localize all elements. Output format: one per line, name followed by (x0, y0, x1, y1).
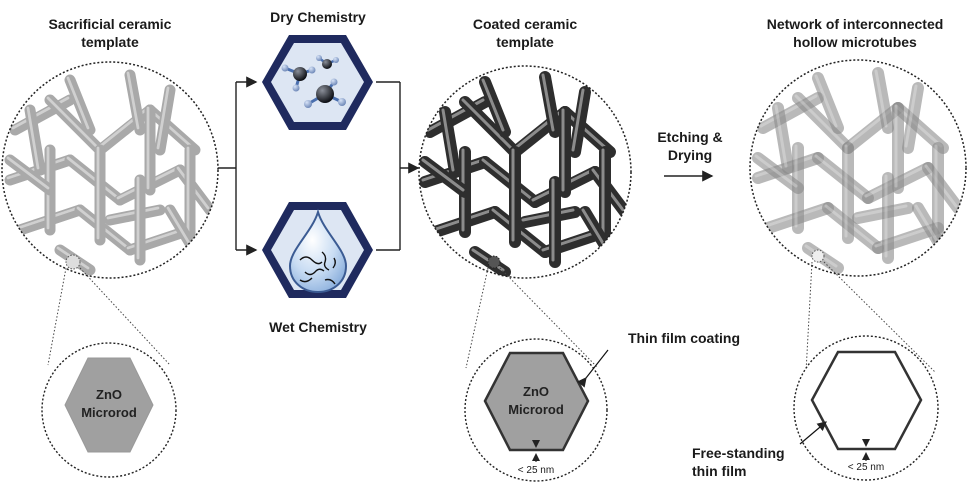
rod-highlight-16 (541, 73, 555, 132)
raw-rod-network (4, 69, 216, 276)
rod-highlight-15 (481, 78, 505, 132)
rod-highlight-20 (521, 208, 575, 222)
rod-17 (772, 102, 794, 174)
rod-17 (24, 104, 46, 176)
rod-highlight-21 (421, 158, 465, 192)
rod-highlight-15 (66, 76, 90, 130)
rod-highlight-17 (441, 108, 455, 172)
wet-chemistry-title: Wet Chemistry (269, 319, 367, 335)
rod-3 (144, 104, 201, 156)
rod-1 (44, 94, 106, 156)
rod-highlight-21 (6, 156, 50, 190)
dry-chemistry-title: Dry Chemistry (270, 9, 366, 25)
rod-21 (419, 156, 471, 198)
coated-rod-network (419, 71, 631, 278)
rod-highlight-16 (126, 71, 140, 130)
rod-highlight-1 (794, 94, 848, 148)
rod-highlight-17 (774, 104, 788, 168)
coated-template-view (418, 65, 632, 279)
rod-1 (792, 92, 854, 154)
thin-film-coating-callout: Thin film coating (628, 330, 740, 346)
rod-highlight-5 (66, 156, 120, 200)
hollow-thickness-label: < 25 nm (847, 462, 885, 473)
coated-microrod-inset (464, 338, 609, 482)
free-standing-callout: Free-standing thin film (692, 445, 785, 479)
rod-highlight-16 (874, 69, 888, 128)
rod-18 (154, 84, 176, 156)
coated-title: Coated ceramic template (472, 16, 578, 50)
rod-16 (872, 67, 894, 134)
rod-3 (892, 102, 949, 154)
zno-inset-label: ZnO Microrod (81, 387, 137, 420)
coated-inset-label: ZnO Microrod (508, 384, 564, 417)
rod-highlight-21 (754, 154, 798, 188)
coated-thickness-label: < 25 nm (517, 465, 555, 476)
branch-connector (218, 76, 420, 256)
sacrificial-template-view (1, 61, 219, 279)
etching-drying-label: Etching & Drying (657, 129, 723, 163)
network-title: Network of interconnected hollow microtu… (766, 16, 944, 50)
rod-highlight-20 (106, 206, 160, 220)
rod-21 (752, 152, 804, 194)
rod-highlight-1 (461, 98, 515, 152)
rod-1 (459, 96, 521, 158)
rod-highlight-18 (571, 88, 585, 152)
rod-16 (124, 69, 146, 136)
wet-chemistry-hexagon (262, 202, 373, 298)
rod-3 (559, 106, 616, 158)
molecule-icon (281, 55, 346, 108)
rod-highlight-20 (854, 204, 908, 218)
rod-highlight-17 (26, 106, 40, 170)
hollow-microtube-view (749, 59, 967, 277)
rod-15 (812, 72, 844, 134)
rod-highlight-5 (814, 154, 868, 198)
rod-21 (4, 154, 56, 196)
rod-highlight-1 (46, 96, 100, 150)
rod-highlight-19 (471, 248, 505, 272)
rod-17 (439, 106, 461, 178)
hollow-film-inset (793, 335, 939, 481)
rod-18 (569, 86, 591, 158)
rod-highlight-5 (481, 158, 535, 202)
rod-highlight-15 (814, 74, 838, 128)
rod-highlight-18 (904, 84, 918, 148)
droplet-icon (288, 208, 348, 294)
hollow-tube-network (752, 67, 964, 274)
rod-16 (539, 71, 561, 138)
sacrificial-title: Sacrificial ceramic template (48, 16, 172, 50)
zno-microrod-inset (41, 342, 177, 478)
rod-15 (479, 76, 511, 138)
rod-highlight-18 (156, 86, 170, 150)
rod-15 (64, 74, 96, 136)
dry-chemistry-hexagon (262, 35, 373, 130)
rod-18 (902, 82, 924, 154)
